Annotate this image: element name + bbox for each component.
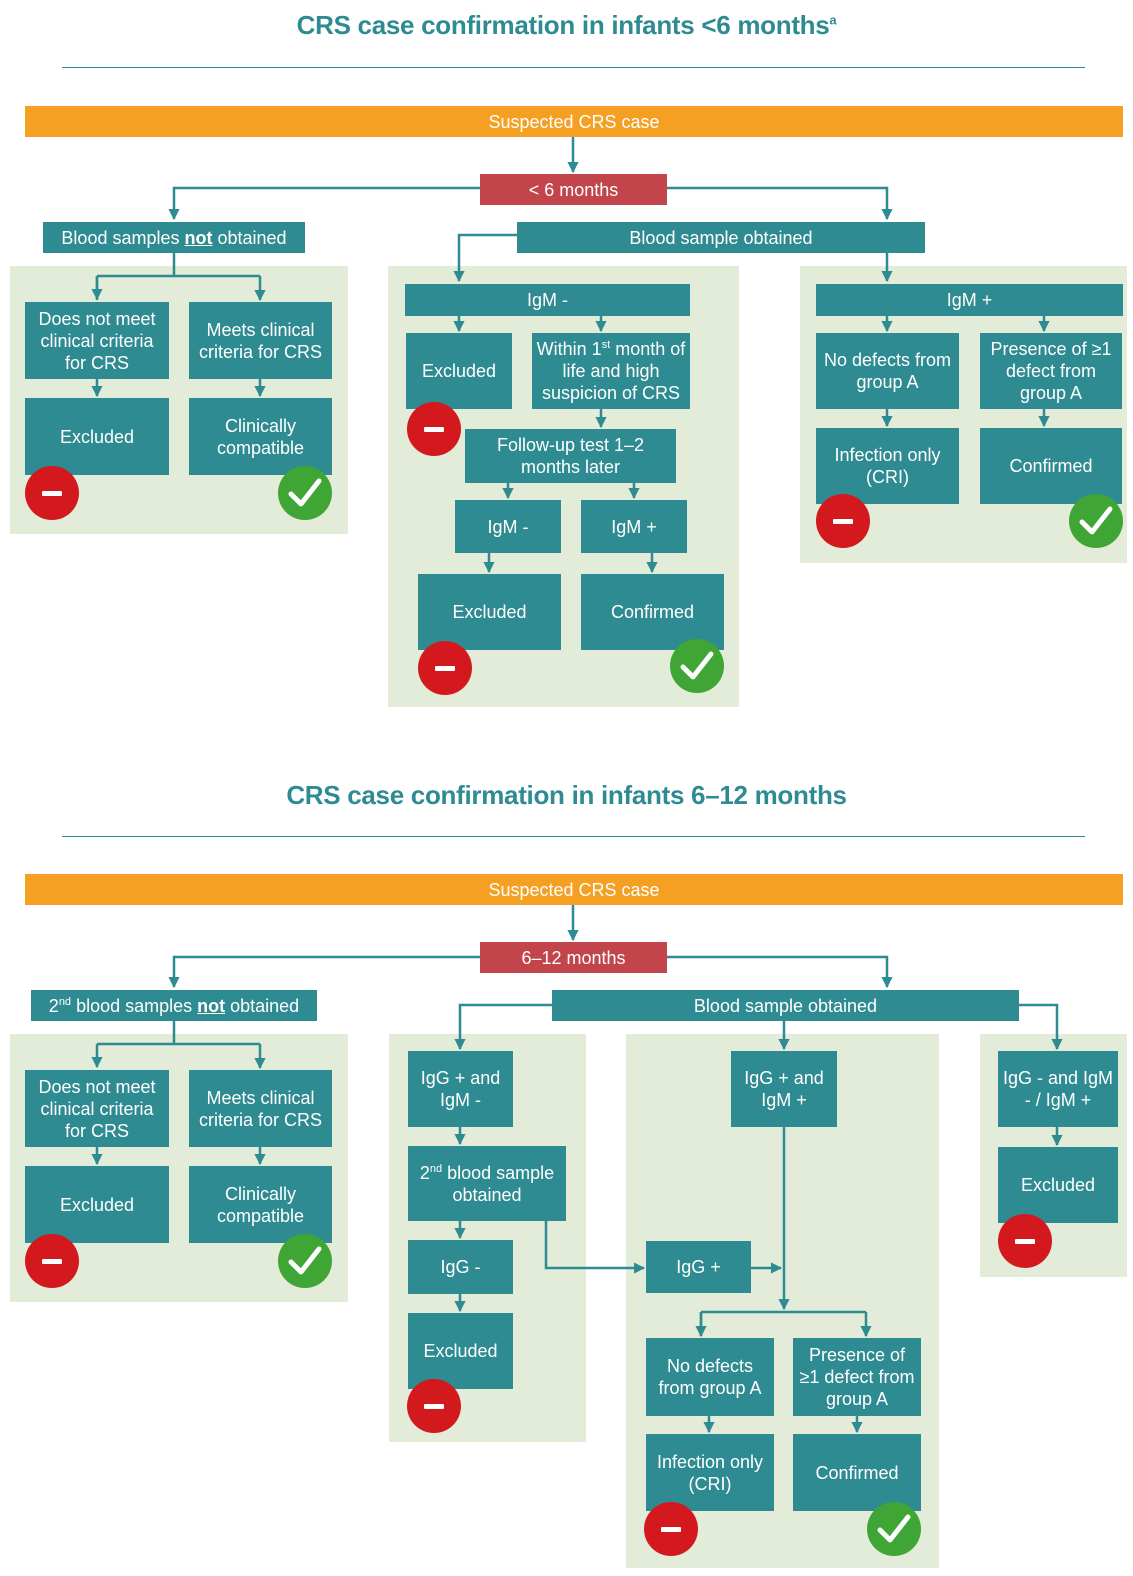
minus-icon bbox=[998, 1214, 1052, 1268]
check-icon bbox=[1069, 494, 1123, 548]
s2-suspected-case: Suspected CRS case bbox=[25, 874, 1123, 905]
s1-followup-igm-positive: IgM + bbox=[581, 500, 687, 553]
minus-icon bbox=[644, 1502, 698, 1556]
section1-divider bbox=[62, 67, 1085, 68]
s1-followup-confirmed: Confirmed bbox=[581, 574, 724, 650]
s2-presence-defect: Presence of ≥1 defect from group A bbox=[793, 1338, 921, 1416]
s2-blood-obtained: Blood sample obtained bbox=[552, 990, 1019, 1021]
section1-title: CRS case confirmation in infants <6 mont… bbox=[296, 10, 837, 40]
s2-igg-neg-igm: IgG - and IgM - / IgM + bbox=[998, 1051, 1118, 1127]
s2-age-group: 6–12 months bbox=[480, 942, 667, 973]
s2-no-defects: No defects from group A bbox=[646, 1338, 774, 1416]
minus-icon bbox=[25, 466, 79, 520]
s1-suspected-case: Suspected CRS case bbox=[25, 106, 1123, 137]
check-icon bbox=[278, 1234, 332, 1288]
s1-blood-not-obtained: Blood samples not obtained bbox=[43, 222, 305, 253]
s2-igg-pos-igm-pos: IgG + and IgM + bbox=[731, 1051, 837, 1127]
s2-confirmed: Confirmed bbox=[793, 1434, 921, 1511]
section2-title: CRS case confirmation in infants 6–12 mo… bbox=[286, 780, 847, 810]
s2-no-criteria: Does not meet clinical criteria for CRS bbox=[25, 1070, 169, 1147]
check-icon bbox=[867, 1502, 921, 1556]
s1-igm-positive: IgM + bbox=[816, 284, 1123, 316]
minus-icon bbox=[816, 494, 870, 548]
s2-igg-pos-igm-neg: IgG + and IgM - bbox=[408, 1051, 513, 1127]
check-icon bbox=[278, 466, 332, 520]
section2-divider bbox=[62, 836, 1085, 837]
s1-confirmed: Confirmed bbox=[980, 428, 1122, 504]
s2-infection-only: Infection only (CRI) bbox=[646, 1434, 774, 1511]
s2-excluded-a: Excluded bbox=[408, 1313, 513, 1389]
s1-meets-criteria: Meets clinical criteria for CRS bbox=[189, 302, 332, 379]
s1-presence-defect: Presence of ≥1 defect from group A bbox=[980, 333, 1122, 409]
s1-followup-excluded: Excluded bbox=[418, 574, 561, 650]
minus-icon bbox=[25, 1234, 79, 1288]
minus-icon bbox=[418, 641, 472, 695]
s2-blood-not-obtained: 2nd blood samples not obtained bbox=[31, 990, 317, 1021]
s1-no-criteria: Does not meet clinical criteria for CRS bbox=[25, 302, 169, 379]
s2-excluded-b: Excluded bbox=[998, 1147, 1118, 1223]
minus-icon bbox=[407, 402, 461, 456]
s1-followup-igm-negative: IgM - bbox=[455, 500, 561, 553]
s1-followup-test: Follow-up test 1–2 months later bbox=[465, 429, 676, 483]
s2-excluded: Excluded bbox=[25, 1166, 169, 1243]
s1-age-group: < 6 months bbox=[480, 174, 667, 205]
s1-excluded: Excluded bbox=[25, 398, 169, 475]
s1-infection-only: Infection only (CRI) bbox=[816, 428, 959, 504]
s1-compatible: Clinically compatible bbox=[189, 398, 332, 475]
s2-igg-positive: IgG + bbox=[646, 1241, 751, 1293]
s2-second-sample: 2nd blood sample obtained bbox=[408, 1146, 566, 1221]
s1-mid-excluded: Excluded bbox=[406, 333, 512, 409]
s1-blood-obtained: Blood sample obtained bbox=[517, 222, 925, 253]
minus-icon bbox=[407, 1379, 461, 1433]
s1-igm-negative: IgM - bbox=[405, 284, 690, 316]
s2-compatible: Clinically compatible bbox=[189, 1166, 332, 1243]
s1-within-first-month: Within 1st month of life and high suspic… bbox=[532, 333, 690, 409]
s2-igg-negative: IgG - bbox=[408, 1240, 513, 1294]
check-icon bbox=[670, 639, 724, 693]
s1-no-defects: No defects from group A bbox=[816, 333, 959, 409]
s2-meets-criteria: Meets clinical criteria for CRS bbox=[189, 1070, 332, 1147]
